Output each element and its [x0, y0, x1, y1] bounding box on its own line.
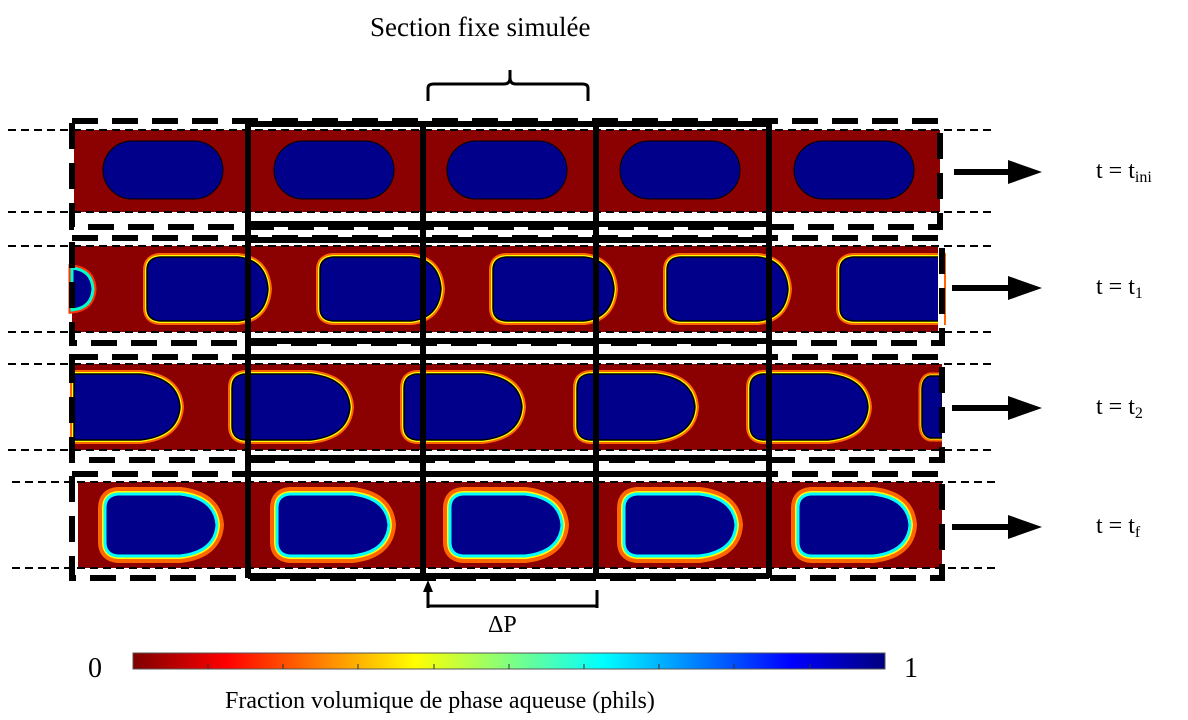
colorbar-max-label: 1	[904, 653, 918, 684]
channel-walls-t-ini	[8, 129, 995, 213]
droplet-group	[836, 253, 946, 325]
delta-p-bracket	[423, 580, 599, 608]
delta-p-label: ΔP	[488, 612, 517, 638]
colorbar-ticks	[207, 664, 811, 669]
row-t-2	[8, 363, 995, 451]
droplet	[576, 373, 696, 441]
arrow-icon	[952, 396, 1042, 420]
droplet	[102, 140, 224, 200]
arrow-icon	[952, 515, 1042, 539]
droplet-group	[663, 253, 793, 325]
channel-walls-t-f	[12, 481, 1000, 569]
droplet	[839, 256, 943, 322]
droplet	[73, 373, 181, 441]
time-label-t-2: t = t2	[1096, 394, 1143, 422]
colorbar-title: Fraction volumique de phase aqueuse (phi…	[225, 688, 655, 714]
droplet-group	[228, 370, 355, 444]
droplet-group	[443, 487, 570, 563]
droplet	[103, 492, 219, 558]
droplet-group	[791, 487, 918, 563]
colorbar-min-label: 0	[88, 653, 102, 684]
droplet	[403, 373, 523, 441]
droplet-group	[918, 372, 946, 442]
droplet	[275, 492, 391, 558]
droplet-group	[617, 487, 744, 563]
period-grid	[245, 121, 772, 579]
droplet-group	[143, 253, 273, 325]
droplet-group	[270, 487, 397, 563]
droplet	[492, 256, 615, 322]
arrow-icon	[952, 276, 1042, 300]
colorbar	[132, 652, 886, 670]
droplet	[231, 373, 351, 441]
droplet	[273, 140, 395, 200]
droplet-group	[573, 370, 700, 444]
droplets-t-1	[68, 246, 946, 332]
droplet	[666, 256, 789, 322]
droplet-group	[98, 487, 225, 563]
droplet	[319, 256, 442, 322]
droplet	[749, 373, 869, 441]
droplet-group	[746, 370, 873, 444]
section-title: Section fixe simulée	[370, 12, 591, 42]
droplet-group	[400, 370, 527, 444]
droplet	[448, 492, 564, 558]
row-t-ini	[8, 129, 995, 213]
droplet	[622, 492, 738, 558]
arrow-icon	[954, 160, 1042, 184]
droplet	[619, 140, 741, 200]
channel-walls-t-1	[8, 245, 995, 333]
time-label-t-f: t = tf	[1096, 513, 1141, 541]
droplet	[70, 266, 95, 312]
channel-walls-t-2	[8, 363, 995, 451]
droplets-t-ini	[102, 140, 915, 200]
droplet	[146, 256, 269, 322]
droplet-group	[489, 253, 619, 325]
time-label-t-1: t = t1	[1096, 274, 1143, 302]
section-brace	[426, 70, 590, 101]
row-t-f	[12, 481, 1000, 569]
droplet	[446, 140, 568, 200]
flow-arrows	[952, 160, 1042, 539]
droplet	[793, 140, 915, 200]
droplet	[796, 492, 912, 558]
row-t-1	[8, 245, 995, 333]
droplet	[921, 375, 943, 439]
droplet-group	[70, 370, 185, 444]
time-label-t-ini: t = tini	[1096, 158, 1152, 186]
droplet-group	[316, 253, 446, 325]
droplets-t-f	[98, 487, 918, 563]
